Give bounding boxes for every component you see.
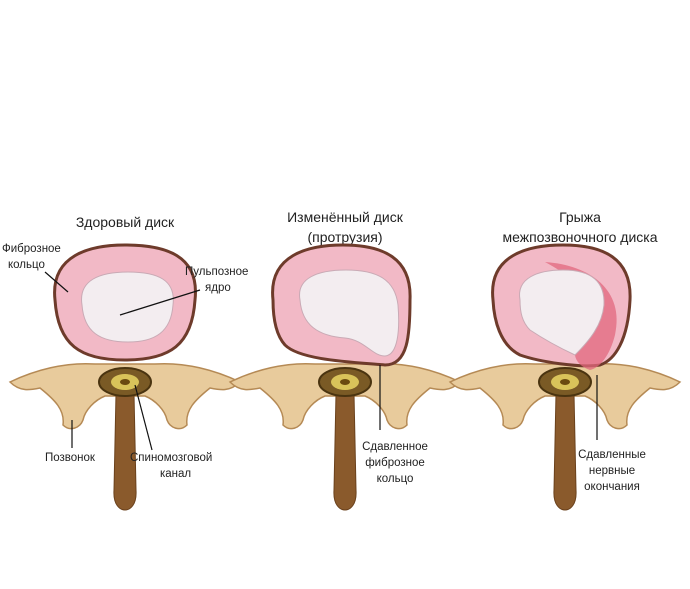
label-vertebra: Позвонок	[45, 452, 96, 464]
panel-title: (протрузия)	[307, 229, 382, 245]
label-nucleus: Пульпозное	[185, 266, 248, 278]
panel-title: межпозвоночного диска	[502, 229, 657, 245]
panel-title: Изменённый диск	[287, 209, 404, 225]
label-compressed-nerves: Сдавленные	[578, 449, 646, 461]
label-spinal-canal: канал	[160, 468, 191, 480]
label-compressed-annulus: кольцо	[377, 473, 414, 485]
panel-herniation: Грыжа межпозвоночного диска Сдавленные н…	[449, 209, 681, 511]
vertebra-illustration	[9, 362, 241, 511]
label-annulus: Фиброзное	[2, 243, 61, 255]
panel-title: Грыжа	[559, 209, 601, 225]
panel-title: Здоровый диск	[76, 214, 175, 230]
label-annulus: кольцо	[8, 259, 45, 271]
label-nucleus: ядро	[205, 282, 231, 294]
vertebra-illustration	[229, 362, 461, 511]
nucleus-pulposus	[81, 271, 174, 343]
label-compressed-annulus: фиброзное	[365, 457, 425, 469]
label-spinal-canal: Спиномозговой	[130, 452, 212, 464]
nucleus-pulposus	[299, 269, 400, 357]
panel-protrusion: Изменённый диск (протрузия) Сдавленное ф…	[229, 209, 461, 511]
label-compressed-nerves: нервные	[589, 465, 635, 477]
vertebra-illustration	[449, 362, 681, 511]
nucleus-pulposus	[519, 269, 605, 356]
label-compressed-annulus: Сдавленное	[362, 441, 428, 453]
label-compressed-nerves: окончания	[584, 481, 640, 493]
panel-healthy-disc: Здоровый диск Фиброзное кольцо Пульпозно…	[2, 214, 248, 511]
